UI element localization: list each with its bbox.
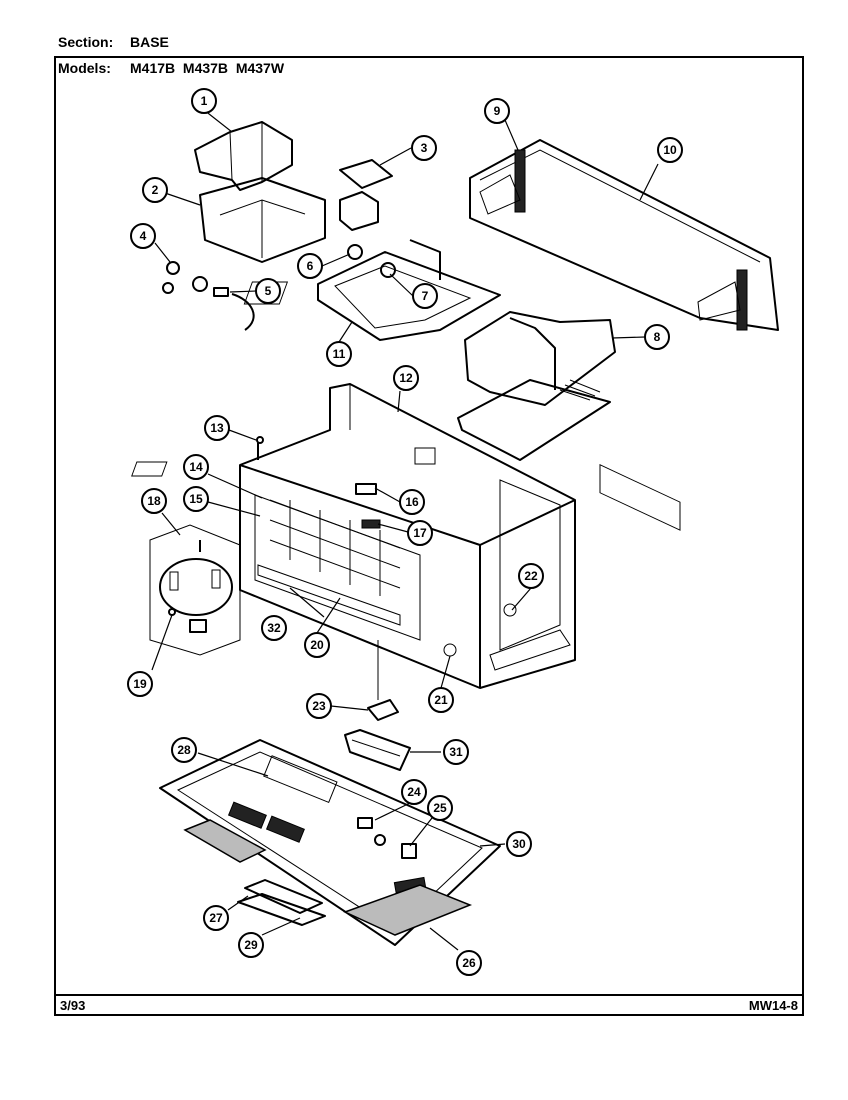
callout-28-label: 28 <box>177 743 191 757</box>
callout-14: 14 <box>183 454 209 480</box>
callout-21: 21 <box>428 687 454 713</box>
callout-21-label: 21 <box>434 693 448 707</box>
callout-26-label: 26 <box>462 956 476 970</box>
callout-9: 9 <box>484 98 510 124</box>
callout-16-label: 16 <box>405 495 419 509</box>
callout-31-label: 31 <box>449 745 463 759</box>
callout-17-label: 17 <box>413 526 427 540</box>
footer-doc-number: MW14-8 <box>748 998 798 1013</box>
callout-22: 22 <box>518 563 544 589</box>
models-value: M417B M437B M437W <box>130 60 285 76</box>
callout-6: 6 <box>297 253 323 279</box>
part-2-duct-base <box>199 177 326 263</box>
callout-15: 15 <box>183 486 209 512</box>
callout-12-label: 12 <box>399 371 413 385</box>
footer-divider <box>54 994 804 996</box>
callout-32-label: 32 <box>267 621 281 635</box>
callout-29-label: 29 <box>244 938 258 952</box>
callout-27-label: 27 <box>209 911 223 925</box>
part-23-bracket <box>367 640 399 721</box>
part-drawings <box>131 121 779 946</box>
part-12-main-cavity <box>131 383 576 689</box>
callout-31: 31 <box>443 739 469 765</box>
callout-30: 30 <box>506 831 532 857</box>
callout-2-label: 2 <box>152 183 159 197</box>
callout-7: 7 <box>412 283 438 309</box>
part-18-control-plate <box>149 524 241 656</box>
callout-19: 19 <box>127 671 153 697</box>
models-header: Models: M417B M437B M437W <box>58 60 284 76</box>
part-8-blower-housing <box>457 311 616 461</box>
callouts: 1 2 3 4 5 6 7 8 9 10 11 12 13 14 15 16 1… <box>127 88 683 976</box>
callout-13-label: 13 <box>210 421 224 435</box>
callout-10: 10 <box>657 137 683 163</box>
callout-10-label: 10 <box>663 143 677 157</box>
part-31-tray <box>344 729 411 771</box>
section-label: Section: <box>58 34 114 50</box>
footer-date: 3/93 <box>60 998 86 1013</box>
part-3-damper <box>339 159 393 231</box>
callout-18-label: 18 <box>147 494 161 508</box>
callout-16: 16 <box>399 489 425 515</box>
callout-5: 5 <box>255 278 281 304</box>
models-label: Models: <box>58 60 111 76</box>
callout-1: 1 <box>191 88 217 114</box>
callout-19-label: 19 <box>133 677 147 691</box>
callout-11-label: 11 <box>333 347 346 361</box>
section-value: BASE <box>130 34 169 50</box>
section-header: Section: BASE <box>58 34 169 50</box>
callout-8: 8 <box>644 324 670 350</box>
callout-23: 23 <box>306 693 332 719</box>
callout-28: 28 <box>171 737 197 763</box>
callout-14-label: 14 <box>189 460 203 474</box>
callout-25: 25 <box>427 795 453 821</box>
callout-12: 12 <box>393 365 419 391</box>
part-27-filter-frame <box>237 879 326 926</box>
part-4-knob <box>162 261 180 294</box>
callout-24: 24 <box>401 779 427 805</box>
callout-27: 27 <box>203 905 229 931</box>
callout-23-label: 23 <box>312 699 326 713</box>
callout-3-label: 3 <box>421 141 428 155</box>
callout-13: 13 <box>204 415 230 441</box>
callout-32: 32 <box>261 615 287 641</box>
diagram-frame <box>54 56 804 1016</box>
callout-5-label: 5 <box>265 284 272 298</box>
part-26-filter <box>343 884 473 936</box>
callout-1-label: 1 <box>201 94 208 108</box>
callout-26: 26 <box>456 950 482 976</box>
callout-8-label: 8 <box>654 330 661 344</box>
callout-30-label: 30 <box>512 837 526 851</box>
callout-22-label: 22 <box>524 569 538 583</box>
callout-29: 29 <box>238 932 264 958</box>
callout-7-label: 7 <box>422 289 429 303</box>
part-1-duct-cover <box>194 121 293 191</box>
callout-17: 17 <box>407 520 433 546</box>
callout-15-label: 15 <box>189 492 203 506</box>
callout-25-label: 25 <box>433 801 447 815</box>
callout-9-label: 9 <box>494 104 501 118</box>
callout-4: 4 <box>130 223 156 249</box>
part-11-tray <box>243 239 501 341</box>
callout-4-label: 4 <box>140 229 147 243</box>
callout-11: 11 <box>326 341 352 367</box>
callout-20: 20 <box>304 632 330 658</box>
leader-lines <box>151 109 659 951</box>
callout-18: 18 <box>141 488 167 514</box>
callout-3: 3 <box>411 135 437 161</box>
part-5-harness <box>192 276 255 331</box>
callout-2: 2 <box>142 177 168 203</box>
callout-6-label: 6 <box>307 259 314 273</box>
callout-20-label: 20 <box>310 638 324 652</box>
callout-24-label: 24 <box>407 785 421 799</box>
part-10-rear-panel <box>469 139 779 531</box>
